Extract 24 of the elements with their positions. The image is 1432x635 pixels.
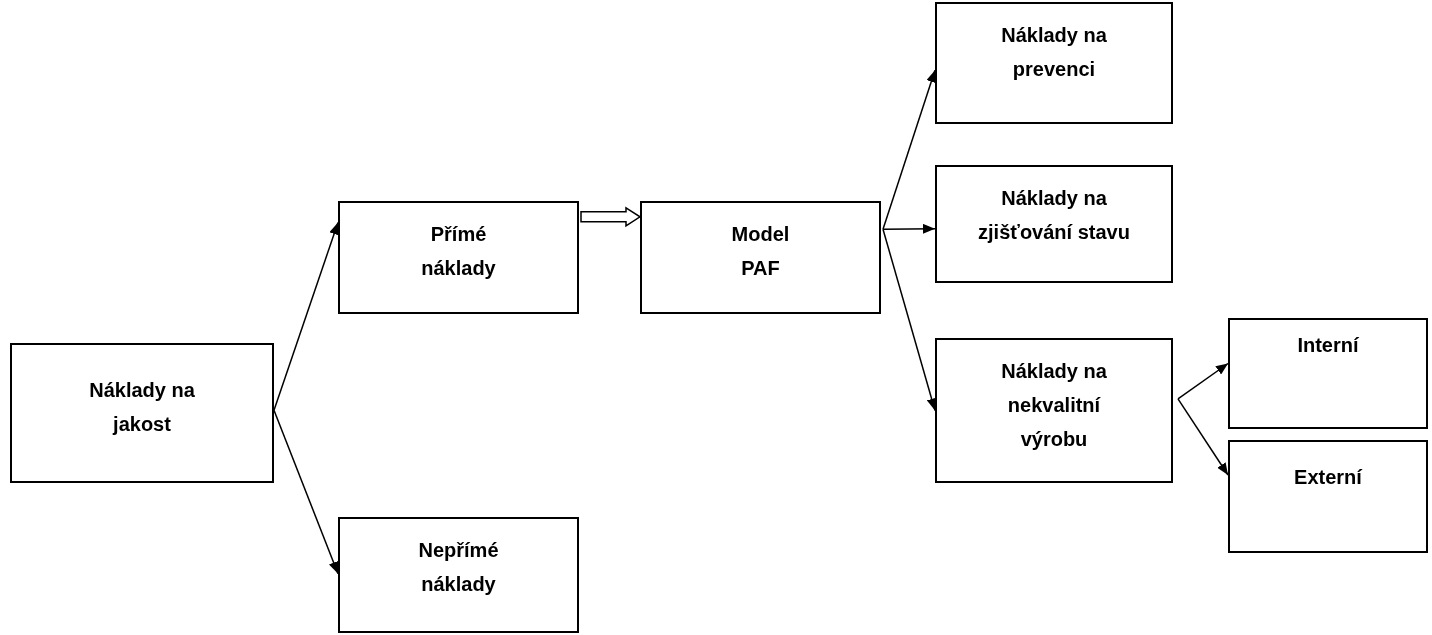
box-label: Náklady na prevenci <box>1000 23 1108 82</box>
process-box <box>935 165 1173 283</box>
box-label: Nepřímé náklady <box>417 538 500 597</box>
arrow <box>882 228 937 412</box>
hollow-arrow <box>580 206 642 228</box>
process-box <box>1228 440 1428 553</box>
arrow <box>1177 362 1229 400</box>
process-box <box>10 343 274 483</box>
process-box <box>338 201 579 314</box>
process-box <box>338 517 579 633</box>
process-box <box>640 201 881 314</box>
box-label: Náklady na nekvalitní výrobu <box>1000 359 1108 452</box>
arrow <box>1177 398 1229 476</box>
box-label: Interní <box>1296 333 1360 358</box>
arrow <box>882 223 936 234</box>
process-box <box>1228 318 1428 429</box>
box-label: Přímé náklady <box>420 222 497 281</box>
box-label: Model PAF <box>730 222 791 281</box>
process-box <box>935 338 1173 483</box>
box-label: Náklady na zjišťování stavu <box>977 186 1131 245</box>
box-label: Náklady na jakost <box>88 378 196 437</box>
arrow <box>882 69 936 230</box>
box-label: Externí <box>1293 465 1364 490</box>
process-box <box>935 2 1173 124</box>
